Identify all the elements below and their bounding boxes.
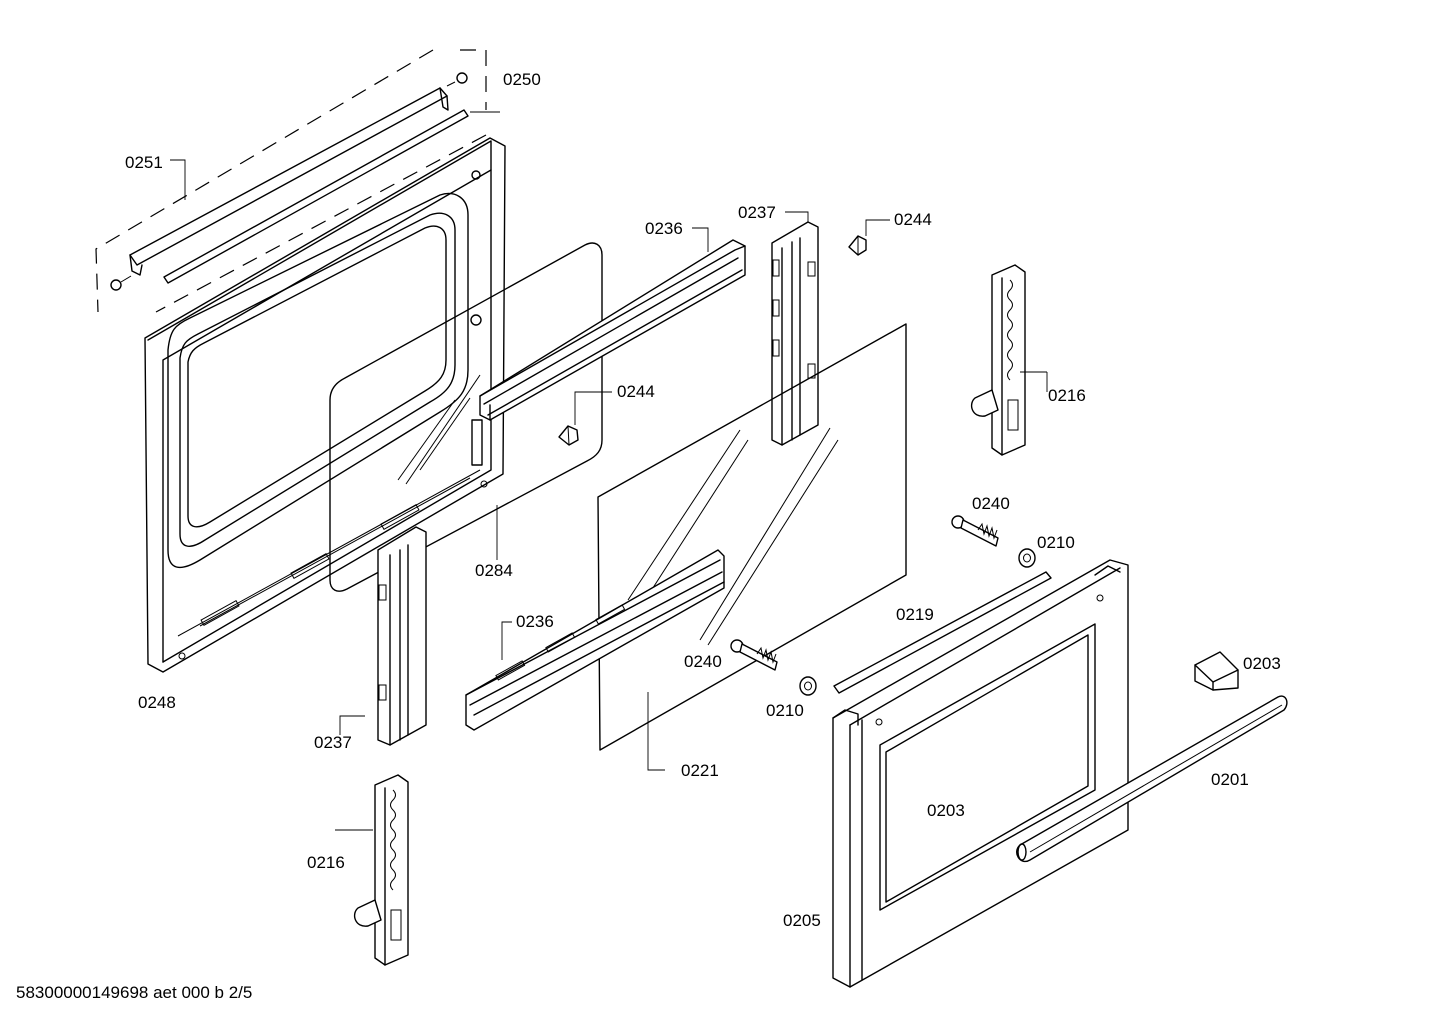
part-0244-clip-mid xyxy=(558,425,579,446)
part-0244-clip-top xyxy=(848,235,867,256)
part-0248-inner-frame xyxy=(144,137,506,673)
label-0240-left: 0240 xyxy=(684,652,722,671)
label-0203-left: 0203 xyxy=(927,801,965,820)
label-0284: 0284 xyxy=(475,561,513,580)
label-0219: 0219 xyxy=(896,605,934,624)
part-0203-cap-right xyxy=(1194,651,1239,691)
label-0236-top: 0236 xyxy=(645,219,683,238)
part-0210-nut-right xyxy=(1018,548,1036,568)
leader-lines xyxy=(170,111,1048,831)
part-0219-strip xyxy=(833,571,1052,694)
label-0244-mid: 0244 xyxy=(617,382,655,401)
part-0210-nut-left xyxy=(799,676,817,696)
part-0236-top-rail xyxy=(479,239,746,421)
part-0240-screw-right xyxy=(951,515,999,547)
label-0251: 0251 xyxy=(125,153,163,172)
part-labels: 0250 0251 0236 0237 0244 0244 0216 0240 … xyxy=(125,70,1281,930)
label-0244-top: 0244 xyxy=(894,210,932,229)
part-0240-screw-left xyxy=(730,639,778,671)
part-0216-hinge-left xyxy=(353,774,409,966)
label-0201: 0201 xyxy=(1211,770,1249,789)
part-0251-trim-strip xyxy=(95,49,487,313)
label-0237-bottom: 0237 xyxy=(314,733,352,752)
part-0221-glass-pane xyxy=(597,323,907,751)
label-0248: 0248 xyxy=(138,693,176,712)
label-0216-left: 0216 xyxy=(307,853,345,872)
label-0210-left: 0210 xyxy=(766,701,804,720)
label-0205: 0205 xyxy=(783,911,821,930)
document-id: 58300000149698 aet 000 b 2/5 xyxy=(16,983,252,1002)
label-0250: 0250 xyxy=(503,70,541,89)
part-0237-bracket-top xyxy=(771,221,819,446)
label-0240-right: 0240 xyxy=(972,494,1010,513)
part-0201-handle xyxy=(1016,695,1288,863)
label-0210-right: 0210 xyxy=(1037,533,1075,552)
label-0237-top: 0237 xyxy=(738,203,776,222)
part-0205-outer-door xyxy=(832,559,1129,988)
part-0216-hinge-right xyxy=(970,264,1026,456)
label-0236-bottom: 0236 xyxy=(516,612,554,631)
part-0236-bottom-rail xyxy=(465,549,725,731)
part-0237-bracket-bottom xyxy=(377,526,427,746)
label-0221: 0221 xyxy=(681,761,719,780)
part-0284-glass-pane xyxy=(329,242,603,592)
label-0216-right: 0216 xyxy=(1048,386,1086,405)
label-0203-right: 0203 xyxy=(1243,654,1281,673)
